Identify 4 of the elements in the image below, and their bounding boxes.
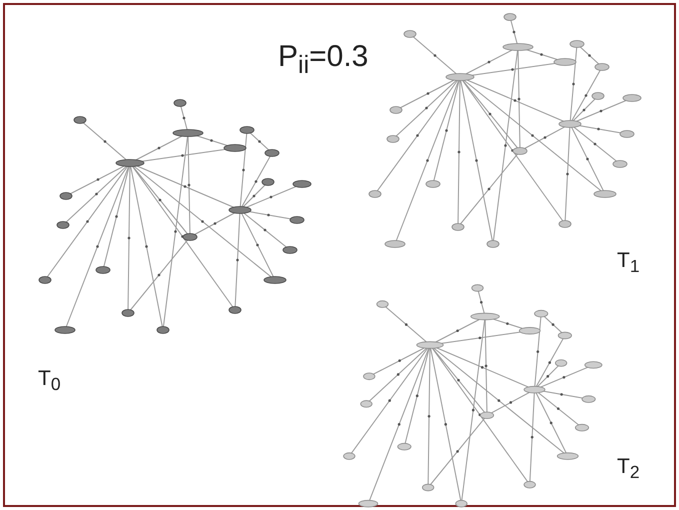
time-step-label: T$_{2}$ — [617, 456, 640, 482]
probability-label: P$_{ii}$=0.3 — [278, 42, 368, 78]
time-step-label: T$_{1}$ — [617, 250, 640, 276]
time-step-label: T$_{0}$ — [38, 368, 61, 394]
